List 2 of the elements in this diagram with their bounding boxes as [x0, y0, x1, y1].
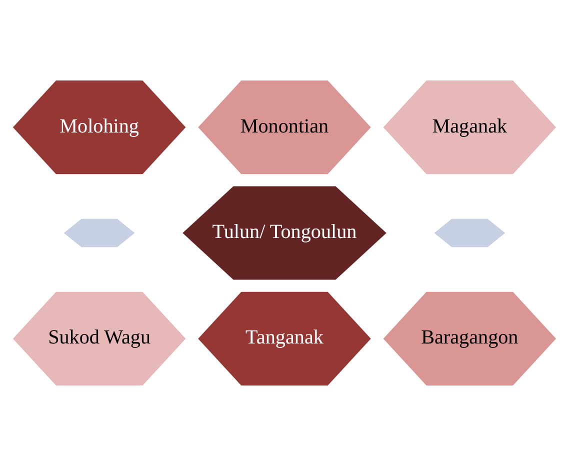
node-hexagon	[432, 218, 507, 248]
node-hexagon	[62, 218, 136, 248]
